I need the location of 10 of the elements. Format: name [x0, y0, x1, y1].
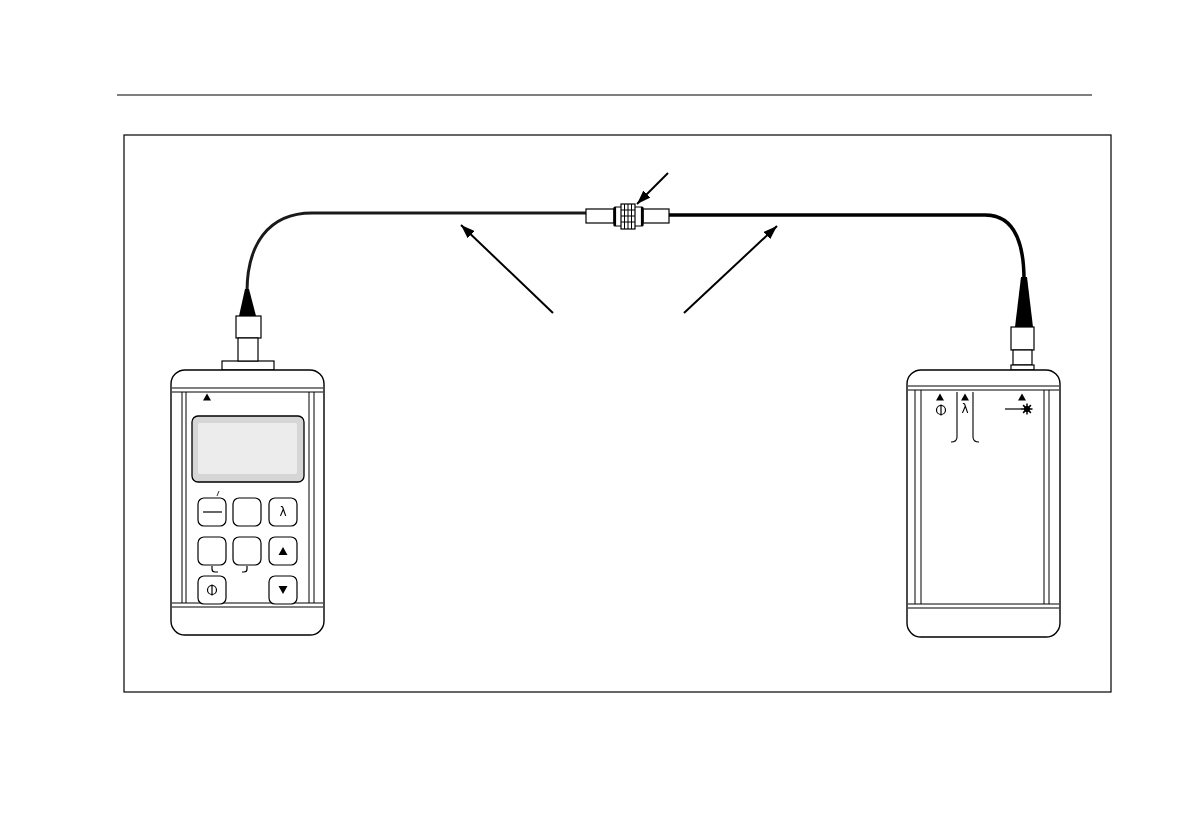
power-meter-drawing — [170, 360, 325, 636]
leader-arrow — [636, 172, 669, 205]
light-source-drawing — [906, 364, 1061, 638]
leader-arrow — [683, 225, 778, 314]
wavelength-symbol: λ — [961, 403, 969, 415]
fiber-cable — [235, 211, 586, 362]
adapter-drawing — [585, 203, 670, 230]
leader-arrow — [460, 224, 554, 314]
fiber-cable — [669, 213, 1035, 366]
wavelength-symbol: λ — [279, 506, 287, 518]
